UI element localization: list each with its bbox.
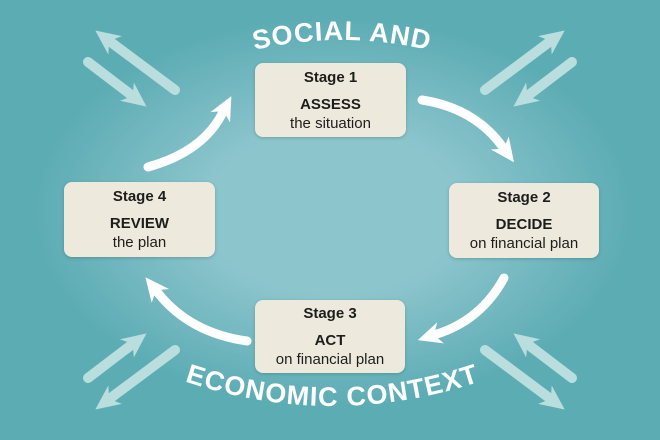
exchange-arrows-icon-bottom-right [485, 346, 572, 397]
stage-title: Stage 2 [497, 189, 551, 206]
stage-detail: the situation [290, 114, 371, 132]
stage-box-3: Stage 3 ACT on financial plan [255, 300, 405, 373]
stage-action: REVIEW [109, 215, 170, 232]
stage-title: Stage 1 [303, 68, 358, 86]
svg-text:SOCIAL AND: SOCIAL AND [250, 16, 435, 56]
stage-title: Stage 3 [303, 305, 357, 322]
exchange-arrows-icon-top-left [88, 43, 175, 94]
stage-detail: the plan [112, 234, 167, 251]
cycle-arrow-stage4-to-stage1 [143, 96, 232, 172]
stage-action: DECIDE [495, 216, 553, 233]
stage-action: ACT [314, 332, 346, 349]
stage-title: Stage 4 [112, 188, 167, 205]
stage-action: ASSESS [300, 95, 361, 113]
cycle-arrow-stage1-to-stage2 [417, 95, 514, 163]
exchange-arrows-icon-bottom-left [88, 346, 175, 397]
stage-box-1: Stage 1 ASSESS the situation [255, 63, 406, 137]
stage-box-2: Stage 2 DECIDE on financial plan [449, 183, 599, 258]
top-context-label: SOCIAL AND [250, 16, 434, 56]
stage-detail: on financial plan [275, 351, 385, 368]
stage-box-4: Stage 4 REVIEW the plan [64, 182, 215, 257]
cycle-arrow-stage3-to-stage4 [145, 277, 252, 346]
stage-detail: on financial plan [469, 235, 579, 252]
exchange-arrows-icon-top-right [485, 43, 572, 94]
cycle-arrow-stage2-to-stage3 [417, 273, 509, 344]
